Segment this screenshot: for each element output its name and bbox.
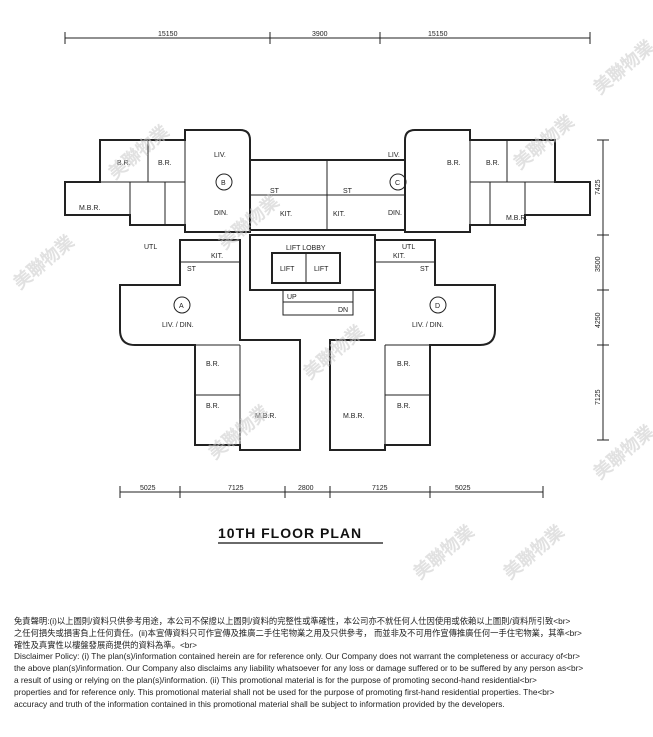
watermark-10: 美聯物業 xyxy=(214,190,283,253)
unit-c-din-label: DIN. xyxy=(388,210,402,217)
unit-d-br1-label: B.R. xyxy=(397,361,411,368)
unit-b-liv-label: LIV. xyxy=(214,152,226,159)
core-kit-right: KIT. xyxy=(333,211,345,218)
disclaimer-line: 之任何損失或損害負上任何責任。(ii)本宣傳資料只可作宣傳及推廣二手住宅物業之用… xyxy=(14,627,582,638)
unit-d-livdin-label: LIV. / DIN. xyxy=(412,322,444,329)
stair-dn-label: DN xyxy=(338,307,348,314)
dim-top-right: 15150 xyxy=(428,31,448,38)
dim-bottom-4: 7125 xyxy=(372,485,388,492)
dim-right-1: 7425 xyxy=(595,179,602,195)
floor-plan: 15150 3900 15150 5025 7125 2800 7125 502… xyxy=(9,31,653,583)
unit-a-br2-label: B.R. xyxy=(206,403,220,410)
core-st-left: ST xyxy=(270,188,280,195)
plan-title: 10TH FLOOR PLAN xyxy=(218,525,362,541)
stair-up-label: UP xyxy=(287,294,297,301)
unit-b xyxy=(64,129,251,233)
dim-right-2: 3500 xyxy=(595,256,602,272)
unit-c-marker: C xyxy=(395,180,400,187)
unit-d xyxy=(329,239,496,451)
unit-b-marker: B xyxy=(221,180,226,187)
dim-bottom-3: 2800 xyxy=(298,485,314,492)
disclaimer-line: properties and for reference only. This … xyxy=(14,686,555,697)
unit-b-din-label: DIN. xyxy=(214,210,228,217)
lift-lobby-label: LIFT LOBBY xyxy=(286,245,326,252)
unit-b-mbr-label: M.B.R. xyxy=(79,205,100,212)
unit-a-st-label: ST xyxy=(187,266,197,273)
dim-bottom-1: 5025 xyxy=(140,485,156,492)
unit-a-marker: A xyxy=(179,303,184,310)
disclaimer-line: Disclaimer Policy: (i) The plan(s)/infor… xyxy=(14,651,580,662)
unit-d-utl-label: UTL xyxy=(402,244,415,251)
core-kit-left: KIT. xyxy=(280,211,292,218)
watermark-group: 美聯物業 美聯物業 美聯物業 美聯物業 美聯物業 美聯物業 美聯物業 美聯物業 … xyxy=(9,35,653,583)
unit-c-br2-label: B.R. xyxy=(486,160,500,167)
disclaimer-line: accuracy and truth of the information co… xyxy=(14,698,505,709)
central-core xyxy=(249,159,406,316)
watermark-6: 美聯物業 xyxy=(299,320,368,383)
lift-2-label: LIFT xyxy=(314,266,329,273)
watermark-7: 美聯物業 xyxy=(499,520,568,583)
watermark-2: 美聯物業 xyxy=(104,120,173,183)
dimension-lines xyxy=(64,32,609,498)
disclaimer-line: a result of using or relying on the plan… xyxy=(14,674,537,685)
unit-a-utl-label: UTL xyxy=(144,244,157,251)
disclaimer-line: 確性及真實性以樓盤發展商提供的資料為準。<br> xyxy=(14,639,198,650)
unit-d-st-label: ST xyxy=(420,266,430,273)
dim-right-4: 7125 xyxy=(595,389,602,405)
unit-a-livdin-label: LIV. / DIN. xyxy=(162,322,194,329)
watermark-8: 美聯物業 xyxy=(589,420,653,483)
unit-c-liv-label: LIV. xyxy=(388,152,400,159)
watermark-3: 美聯物業 xyxy=(509,110,578,173)
unit-a-kit-label: KIT. xyxy=(211,253,223,260)
watermark-1: 美聯物業 xyxy=(9,230,78,293)
dim-right-3: 4250 xyxy=(595,312,602,328)
unit-a-br1-label: B.R. xyxy=(206,361,220,368)
unit-b-br1-label: B.R. xyxy=(117,160,131,167)
unit-c-mbr-label: M.B.R. xyxy=(506,215,527,222)
lift-1-label: LIFT xyxy=(280,266,295,273)
unit-d-kit-label: KIT. xyxy=(393,253,405,260)
disclaimer-line: 免責聲明:(i)以上圖則/資料只供參考用途，本公司不保證以上圖則/資料的完整性或… xyxy=(14,616,571,626)
dim-bottom-5: 5025 xyxy=(455,485,471,492)
disclaimer: 免責聲明:(i)以上圖則/資料只供參考用途，本公司不保證以上圖則/資料的完整性或… xyxy=(14,616,642,710)
unit-d-br2-label: B.R. xyxy=(397,403,411,410)
dim-top-left: 15150 xyxy=(158,31,178,38)
unit-c-br1-label: B.R. xyxy=(447,160,461,167)
dim-bottom-2: 7125 xyxy=(228,485,244,492)
unit-c xyxy=(389,129,591,233)
watermark-4: 美聯物業 xyxy=(589,35,653,98)
unit-a-mbr-label: M.B.R. xyxy=(255,413,276,420)
unit-d-mbr-label: M.B.R. xyxy=(343,413,364,420)
unit-a xyxy=(119,239,301,451)
core-st-right: ST xyxy=(343,188,353,195)
unit-b-br2-label: B.R. xyxy=(158,160,172,167)
dim-top-center: 3900 xyxy=(312,31,328,38)
disclaimer-line: the above plan(s)/information. Our Compa… xyxy=(14,663,584,674)
unit-d-marker: D xyxy=(435,303,440,310)
watermark-9: 美聯物業 xyxy=(409,520,478,583)
